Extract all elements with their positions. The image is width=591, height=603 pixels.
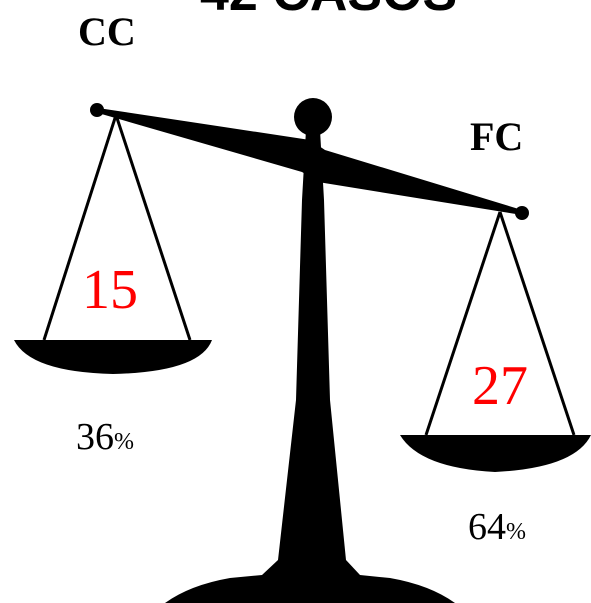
right-pan-string-left <box>424 211 502 436</box>
left-beam-knob <box>90 103 104 117</box>
right-pan-count: 27 <box>472 355 528 417</box>
left-pan-count: 15 <box>82 259 138 321</box>
scale-post <box>165 130 455 603</box>
scale-finial <box>294 98 332 136</box>
right-pan-string-right <box>498 211 576 436</box>
right-beam-knob <box>515 206 529 220</box>
right-pan <box>400 435 591 472</box>
left-pan-string-left <box>42 114 118 341</box>
left-pan-percent-unit: % <box>114 429 134 455</box>
left-pan-percent: 36% <box>76 418 134 461</box>
chart-title: 42 CASOS <box>200 0 500 19</box>
left-pan <box>14 340 212 374</box>
right-pan-percent-unit: % <box>506 519 526 545</box>
right-pan-percent-value: 64 <box>468 506 506 548</box>
right-pan-label: FC <box>470 114 524 159</box>
right-pan-percent: 64% <box>468 508 526 551</box>
left-pan-label: CC <box>78 9 136 54</box>
left-pan-percent-value: 36 <box>76 416 114 458</box>
left-pan-string-right <box>114 114 192 341</box>
